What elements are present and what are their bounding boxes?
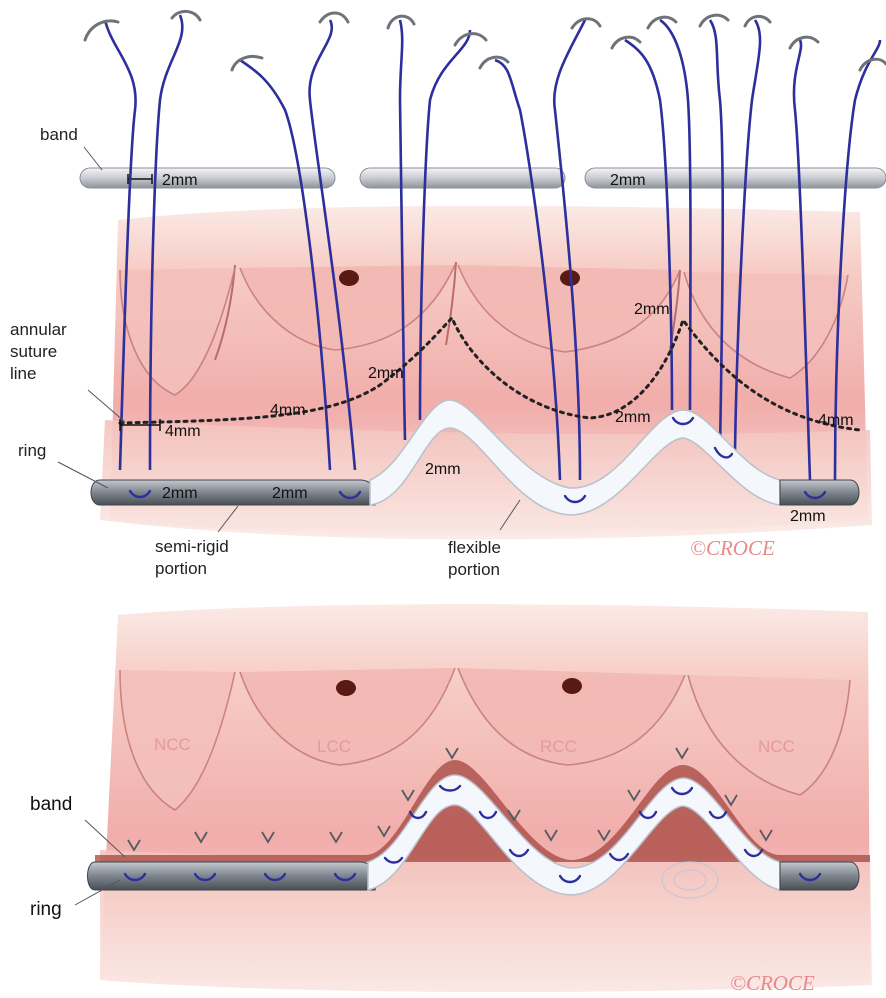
ring-semi-rigid-bottom (88, 862, 377, 890)
label-line: line (10, 364, 36, 383)
band-segment-1 (80, 168, 335, 188)
cusp-label-ncc-right: NCC (758, 737, 795, 756)
label-semi-rigid-portion: portion (155, 559, 207, 578)
needles-top (85, 11, 886, 70)
coronary-ostium-right-bottom (562, 678, 582, 694)
coronary-ostium-left (339, 270, 359, 286)
measure-4mm-annular: 4mm (165, 423, 201, 440)
label-ring-bottom: ring (30, 899, 62, 920)
leader-ring-top (58, 462, 108, 488)
label-ring-top: ring (18, 441, 46, 460)
band-segment-2 (360, 168, 565, 188)
label-band-top: band (40, 125, 78, 144)
measure-ring-2mm-a: 2mm (162, 485, 198, 502)
cusp-label-rcc: RCC (540, 737, 577, 756)
label-flexible-portion: portion (448, 560, 500, 579)
label-flexible: flexible (448, 538, 501, 557)
measure-2mm-flex: 2mm (425, 461, 461, 478)
leader-band-top (84, 147, 102, 170)
bottom-panel: NCC LCC RCC NCC band ring ©CROCE (30, 604, 872, 995)
label-suture: suture (10, 342, 57, 361)
measure-2mm-commissure: 2mm (368, 365, 404, 382)
ring-semi-rigid-end (780, 480, 859, 505)
cusp-label-lcc: LCC (317, 737, 351, 756)
measure-4mm-left: 4mm (270, 402, 306, 419)
label-band-bottom: band (30, 794, 72, 815)
ring-semi-rigid-portion (91, 480, 376, 505)
coronary-ostium-left-bottom (336, 680, 356, 696)
measure-band-right: 2mm (610, 172, 646, 189)
measure-2mm-right-commissure: 2mm (634, 301, 670, 318)
label-semi-rigid: semi-rigid (155, 537, 229, 556)
measure-band-gap: 2mm (162, 172, 198, 189)
measure-ring-2mm-end: 2mm (790, 508, 826, 525)
top-panel: band annular suture line ring semi-rigid… (10, 11, 886, 579)
label-annular: annular (10, 320, 67, 339)
signature-top: ©CROCE (690, 536, 775, 560)
measure-2mm-rcc: 2mm (615, 409, 651, 426)
signature-bottom: ©CROCE (730, 971, 815, 995)
measure-ring-2mm-b: 2mm (272, 485, 308, 502)
cusp-label-ncc-left: NCC (154, 735, 191, 754)
measure-4mm-right: 4mm (818, 412, 854, 429)
